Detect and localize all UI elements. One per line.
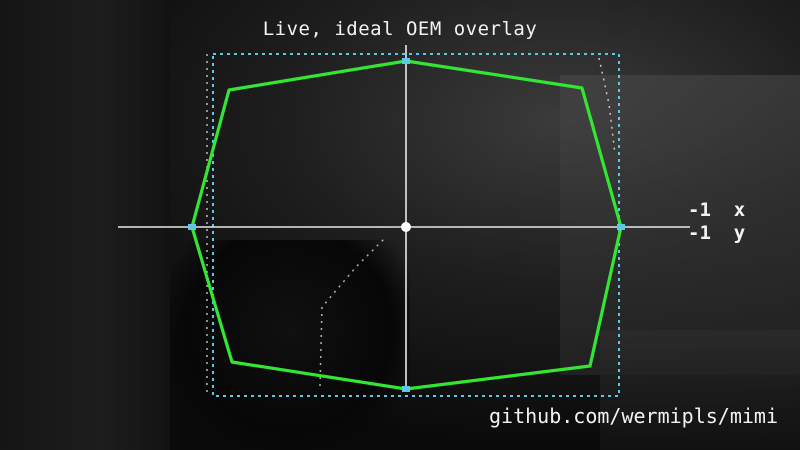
background-plant xyxy=(170,240,410,450)
y-value: -1 xyxy=(688,222,711,244)
y-axis-label: y xyxy=(733,222,746,244)
overlay-title: Live, ideal OEM overlay xyxy=(262,18,538,40)
notch-up xyxy=(402,58,410,64)
background-shelf xyxy=(600,330,800,450)
y-readout: -1 y xyxy=(688,222,745,244)
trace-path xyxy=(319,236,387,387)
notch-right xyxy=(617,224,625,230)
x-value: -1 xyxy=(688,199,711,221)
x-axis-label: x xyxy=(733,199,746,221)
live-trace-boundary xyxy=(212,53,620,397)
notch-down xyxy=(402,386,410,392)
trace-edge-right xyxy=(598,57,616,155)
notch-left xyxy=(188,224,196,230)
github-url: github.com/wermipls/mimi xyxy=(489,404,778,428)
background-wall xyxy=(0,0,170,450)
x-readout: -1 x xyxy=(688,199,745,221)
stick-cursor xyxy=(401,222,411,232)
